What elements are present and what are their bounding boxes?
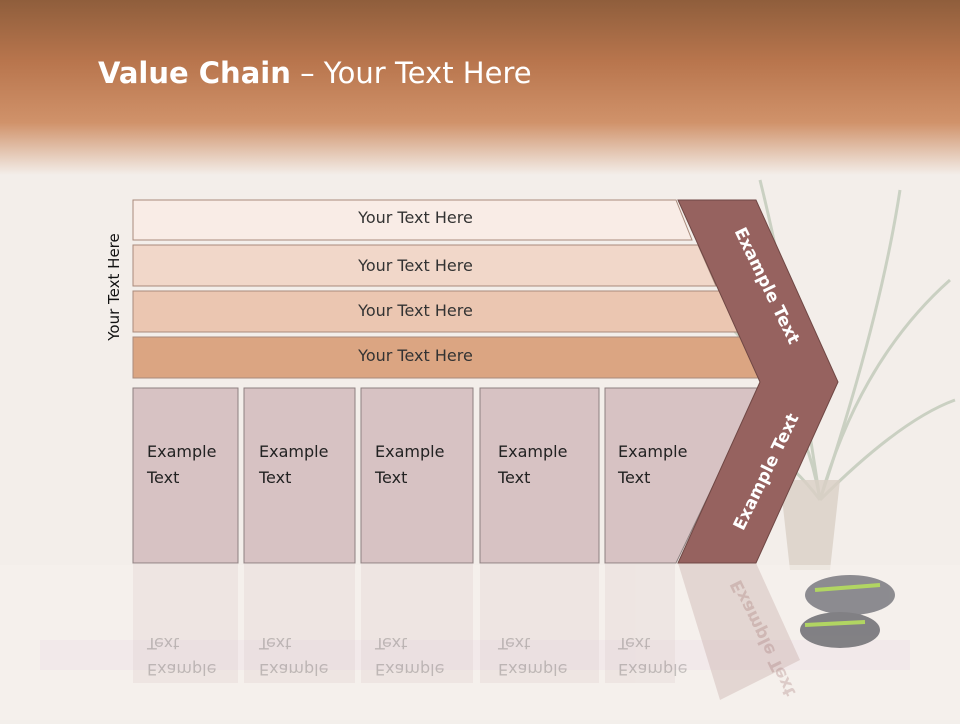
box-label-5-line1: Example	[618, 442, 688, 461]
box-label-2-line2: Text	[259, 468, 292, 487]
box-reflection-5-line2: Text	[618, 634, 651, 653]
box-reflection-3-line1: Example	[375, 660, 445, 679]
plant-pot	[780, 480, 840, 570]
box-reflection-3-line2: Text	[375, 634, 408, 653]
box-shape-2	[243, 387, 356, 564]
chevron-arrow	[677, 199, 839, 564]
box-label-3-line1: Example	[375, 442, 445, 461]
chevron-reflection	[678, 563, 800, 700]
row-label-1: Your Text Here	[358, 208, 473, 227]
box-reflection-1-line2: Text	[147, 634, 180, 653]
box-reflection-1: Example Text	[147, 630, 216, 682]
box-shape-5	[604, 387, 761, 564]
header-band	[0, 0, 960, 175]
box-reflection-2-line1: Example	[259, 660, 329, 679]
row-label-3: Your Text Here	[358, 301, 473, 320]
box-reflection-5: Example Text	[618, 630, 687, 682]
box-label-4: Example Text	[498, 439, 567, 491]
row-shape-1	[132, 199, 693, 241]
row-label-2: Your Text Here	[358, 256, 473, 275]
box-label-3: Example Text	[375, 439, 444, 491]
title-bold: Value Chain	[98, 56, 291, 90]
box-label-5: Example Text	[618, 439, 687, 491]
box-shape-3	[360, 387, 474, 564]
box-reflection-1-line1: Example	[147, 660, 217, 679]
page-title: Value Chain – Your Text Here	[98, 56, 532, 90]
box-reflection-2-line2: Text	[259, 634, 292, 653]
box-label-2: Example Text	[259, 439, 328, 491]
sneakers	[800, 575, 895, 648]
box-reflection-4: Example Text	[498, 630, 567, 682]
boxes-reflection	[133, 563, 675, 683]
box-label-4-line1: Example	[498, 442, 568, 461]
box-reflection-3: Example Text	[375, 630, 444, 682]
box-label-1-line1: Example	[147, 442, 217, 461]
row-shape-2	[132, 244, 717, 287]
box-reflection-4-line1: Example	[498, 660, 568, 679]
box-label-5-line2: Text	[618, 468, 651, 487]
box-label-2-line1: Example	[259, 442, 329, 461]
box-shape-1	[132, 387, 239, 564]
box-label-3-line2: Text	[375, 468, 408, 487]
box-label-1-line2: Text	[147, 468, 180, 487]
row-label-4: Your Text Here	[358, 346, 473, 365]
box-label-1: Example Text	[147, 439, 216, 491]
box-label-4-line2: Text	[498, 468, 531, 487]
box-reflection-5-line1: Example	[618, 660, 688, 679]
title-light: – Your Text Here	[290, 56, 532, 90]
box-reflection-4-line2: Text	[498, 634, 531, 653]
box-shape-4	[479, 387, 600, 564]
box-reflection-2: Example Text	[259, 630, 328, 682]
